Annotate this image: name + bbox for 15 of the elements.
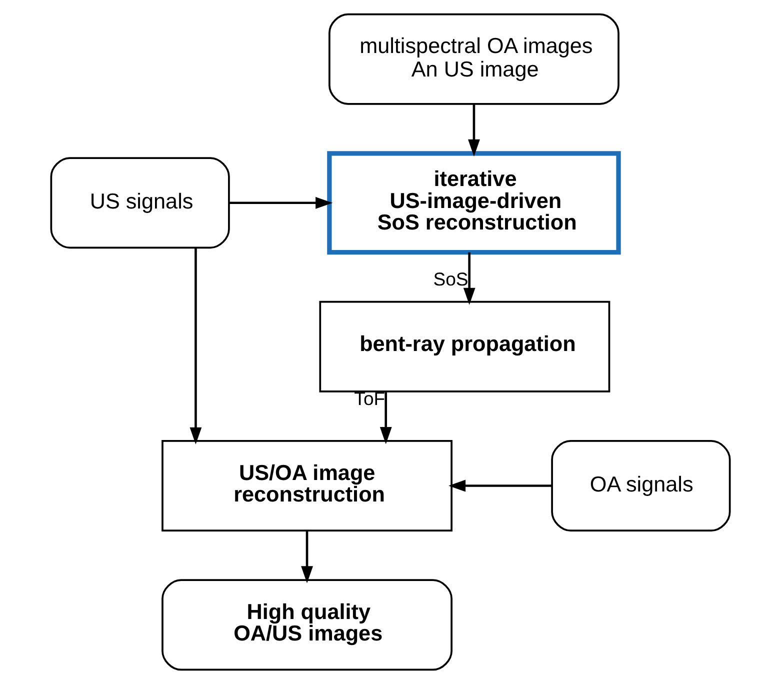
node-box: iterative US-image-driven SoS reconstruction — [326, 151, 620, 255]
arrow — [448, 480, 552, 492]
arrow — [228, 196, 332, 209]
edge-label: SoS — [432, 268, 468, 290]
arrow — [379, 392, 392, 444]
arrow — [468, 104, 480, 156]
node-box: US/OA image reconstruction — [161, 440, 452, 532]
node-box: High quality OA/US images — [161, 579, 452, 671]
arrow — [189, 248, 202, 444]
arrow — [462, 252, 475, 305]
node-box: OA signals — [550, 440, 730, 532]
node-box: multispectral OA images An US image — [328, 13, 619, 105]
arrow — [300, 531, 312, 584]
node-box: US signals — [50, 157, 230, 249]
node-box: bent-ray propagation — [318, 300, 610, 392]
